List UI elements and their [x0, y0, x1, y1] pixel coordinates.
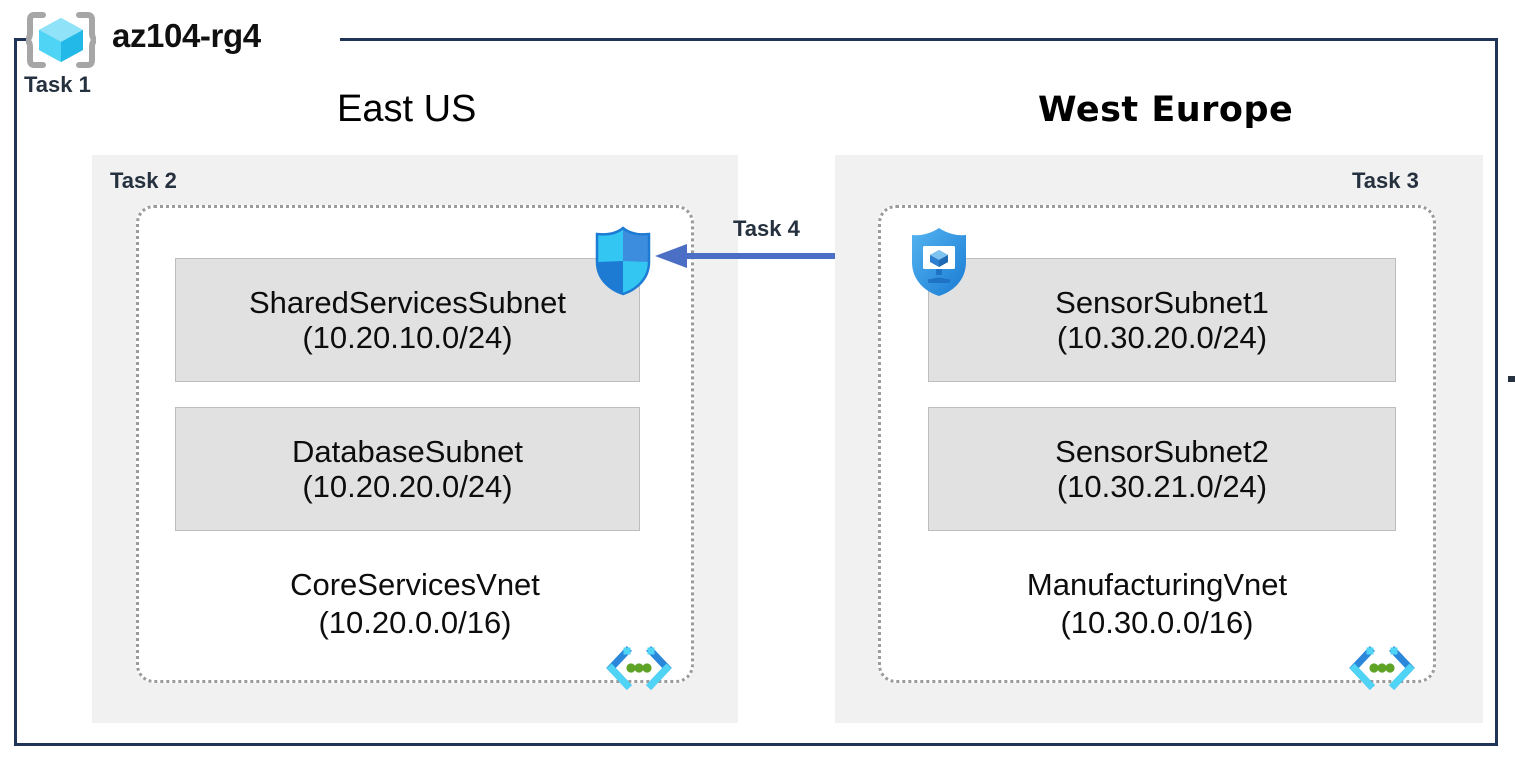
subnet-cidr: (10.20.20.0/24) — [302, 469, 513, 504]
subnet-databasesubnet: DatabaseSubnet (10.20.20.0/24) — [175, 407, 640, 531]
vnet-caption-manufacturingvnet: ManufacturingVnet (10.30.0.0/16) — [878, 566, 1436, 642]
subnet-name: SensorSubnet2 — [1055, 433, 1269, 469]
subnet-cidr: (10.30.21.0/24) — [1056, 469, 1268, 504]
vnet-icon — [1348, 646, 1416, 692]
subnet-sharedservicessubnet: SharedServicesSubnet (10.20.10.0/24) — [175, 258, 640, 382]
subnet-sensorsubnet2: SensorSubnet2 (10.30.21.0/24) — [928, 407, 1396, 531]
bastion-shield-monitor-icon — [908, 226, 970, 298]
resource-group-container — [14, 38, 1498, 746]
subnet-cidr: (10.20.10.0/24) — [302, 320, 513, 355]
region-title-west-europe: West Europe — [1038, 90, 1294, 130]
edge-tick-mark — [1508, 376, 1515, 382]
subnet-name: DatabaseSubnet — [292, 433, 523, 469]
task-1-label: Task 1 — [24, 72, 91, 97]
vnet-icon — [605, 646, 673, 692]
subnet-name: SensorSubnet1 — [1055, 284, 1269, 320]
vnet-cidr: (10.30.0.0/16) — [1060, 604, 1254, 640]
vnet-name: ManufacturingVnet — [1026, 567, 1288, 602]
network-security-group-shield-icon — [592, 226, 654, 296]
subnet-name: SharedServicesSubnet — [248, 284, 567, 320]
task-2-label: Task 2 — [110, 168, 177, 193]
resource-group-cube-icon — [24, 11, 98, 69]
task-4-label: Task 4 — [733, 216, 800, 241]
region-title-east-us: East US — [337, 88, 477, 130]
subnet-cidr: (10.30.20.0/24) — [1056, 320, 1268, 355]
subnet-sensorsubnet1: SensorSubnet1 (10.30.20.0/24) — [928, 258, 1396, 382]
vnet-caption-coreservicesvnet: CoreServicesVnet (10.20.0.0/16) — [136, 566, 694, 642]
vnet-name: CoreServicesVnet — [290, 567, 540, 602]
task-3-label: Task 3 — [1352, 168, 1419, 193]
resource-group-name: az104-rg4 — [112, 17, 261, 54]
vnet-cidr: (10.20.0.0/16) — [318, 604, 512, 640]
